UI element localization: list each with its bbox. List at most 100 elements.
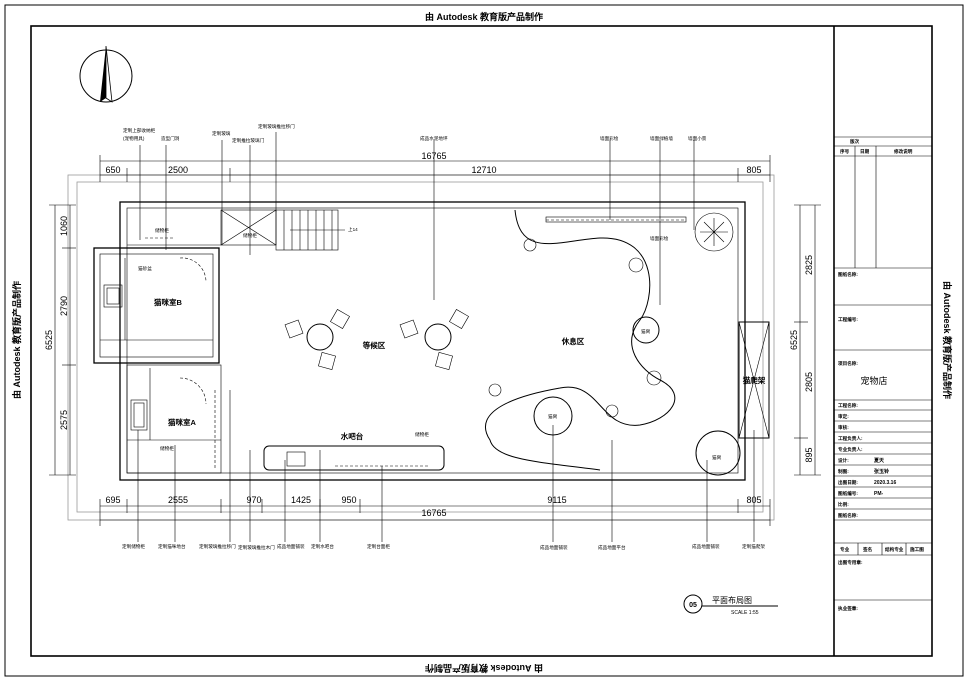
dim-bottom-segment: 695 — [105, 495, 120, 505]
top-callout: 定制上部收纳柜 — [123, 127, 156, 134]
room-a-wall — [126, 364, 222, 474]
inner-note: 墙面彩绘 — [650, 235, 669, 242]
waiting-area-label: 等候区 — [363, 340, 386, 350]
tb-sign-col: 专业 — [840, 546, 850, 553]
staircase — [275, 209, 345, 251]
tb-sign-col: 签名 — [862, 546, 872, 553]
top-callout: 定制推拉玻璃门 — [232, 137, 265, 144]
outer-sheet-border — [4, 4, 964, 677]
dim-right-segment: 895 — [804, 447, 814, 462]
tb-row-label: 图纸编号: — [838, 490, 858, 497]
outer-boundary-line-2 — [76, 181, 764, 513]
tb-row-label: 审定: — [838, 413, 849, 420]
dimension-top — [99, 155, 771, 182]
inner-note: 猫窝 — [641, 328, 651, 335]
top-callout: 定制玻璃 — [212, 130, 231, 137]
litter-box-a-inner — [133, 402, 145, 428]
shop-outer-wall — [119, 201, 746, 481]
tb-project-no-label: 工程编号: — [838, 316, 858, 323]
waiting-table-2 — [399, 309, 469, 370]
tb-sign-col: 结构专业 — [885, 546, 904, 553]
litter-box-a — [130, 399, 148, 431]
tb-header: 日期 — [860, 148, 870, 155]
top-callout: 墙面小景 — [688, 135, 707, 142]
dim-top-segment: 805 — [746, 165, 761, 175]
room-b-wall — [93, 247, 220, 364]
bottom-callout: 定制玻璃推拉移门 — [199, 543, 236, 550]
bottom-callout: 定制水吧台 — [311, 543, 334, 550]
tb-row-label: 出图日期: — [838, 479, 858, 486]
cat-rack-label: 猫爬架 — [742, 375, 766, 385]
tb-row-value: 2020.3.16 — [874, 480, 896, 486]
bottom-callout: 定制玻璃推拉木门 — [238, 544, 275, 551]
inner-sheet-border — [30, 25, 933, 657]
inner-note: 猫砂盆 — [138, 265, 152, 272]
tb-header: 修改说明 — [893, 148, 913, 155]
north-arrow-icon — [79, 45, 133, 103]
bottom-callout: 定制台面柜 — [367, 543, 390, 550]
dimension-left — [49, 204, 76, 476]
tb-header: 序号 — [840, 148, 850, 155]
inner-note: 猫窝 — [548, 413, 558, 420]
cat-bed — [646, 370, 662, 386]
dim-left-segment: 2790 — [59, 296, 69, 316]
tb-project-label: 项目名称: — [838, 360, 858, 367]
top-callout-leaders — [139, 132, 695, 305]
plan-title — [683, 594, 778, 614]
room-b-inner-wall — [99, 253, 214, 358]
bottom-callout: 成品地面平台 — [598, 544, 626, 551]
cat-bed-large — [695, 430, 741, 476]
dim-right-segment: 2805 — [804, 372, 814, 392]
water-bar-sink — [286, 451, 306, 467]
dim-bottom-segment: 2555 — [168, 495, 188, 505]
dim-top-segment: 12710 — [471, 165, 496, 175]
inner-note: 储物柜 — [155, 227, 169, 234]
tb-approval-label: 执业签章: — [838, 605, 858, 612]
top-callout: 成品水泥地坪 — [420, 135, 448, 142]
tb-row-label: 审核: — [838, 424, 849, 431]
room-b-label: 猫咪室B — [153, 297, 182, 307]
tb-sign-col: 施工图 — [909, 546, 924, 553]
watermark-right: 由 Autodesk 教育版产品制作 — [942, 281, 953, 399]
cat-bed — [488, 383, 502, 397]
door-swing-a — [179, 377, 207, 405]
plan-name: 平面布局图 — [712, 595, 752, 605]
plan-number: 05 — [689, 602, 697, 609]
bottom-callout: 定制猫咪地台 — [158, 543, 186, 550]
cat-bed — [605, 404, 619, 418]
tb-project-value: 宠物店 — [860, 375, 887, 386]
top-callout: (宠物用具) — [123, 135, 145, 142]
door-swing-b — [179, 257, 207, 283]
top-callout: 墙面绿植墙 — [650, 135, 673, 142]
bottom-callout: 定制储物柜 — [122, 543, 145, 550]
dim-left-segment: 2575 — [59, 410, 69, 430]
dim-bottom-segment: 9115 — [547, 495, 566, 505]
tb-row-label: 专业负责人: — [838, 446, 863, 453]
bottom-callout: 成品地面铺装 — [692, 543, 720, 550]
cat-bed — [628, 257, 644, 273]
room-a-label: 猫咪室A — [167, 417, 196, 427]
dim-bottom-segment: 1425 — [291, 495, 311, 505]
watermark-bottom: 由 Autodesk 教育版产品制作 — [425, 663, 543, 674]
tb-row-label: 设计: — [838, 457, 849, 464]
tb-construction-label: 出图专用章: — [838, 559, 863, 566]
shop-inner-wall — [126, 207, 739, 474]
tb-row-label: 图纸名称: — [838, 512, 858, 519]
tb-row-label: 工程负责人: — [838, 435, 863, 442]
litter-box-b-inner — [106, 287, 120, 305]
dim-bottom-segment: 950 — [341, 495, 356, 505]
dim-left-segment: 1060 — [59, 216, 69, 236]
tb-row-value: PM- — [874, 491, 884, 497]
rest-area-label: 休息区 — [561, 336, 585, 346]
watermark-top: 由 Autodesk 教育版产品制作 — [425, 11, 543, 22]
dim-right-total: 6525 — [789, 330, 799, 350]
cat-bed-large — [632, 316, 660, 344]
tb-header: 版次 — [850, 138, 860, 145]
litter-box-b — [103, 284, 123, 308]
title-block — [834, 136, 932, 601]
dim-top-segment: 650 — [105, 165, 120, 175]
tb-row-value: 夏天 — [873, 457, 885, 464]
bottom-callout: 定制猫爬架 — [742, 543, 765, 550]
